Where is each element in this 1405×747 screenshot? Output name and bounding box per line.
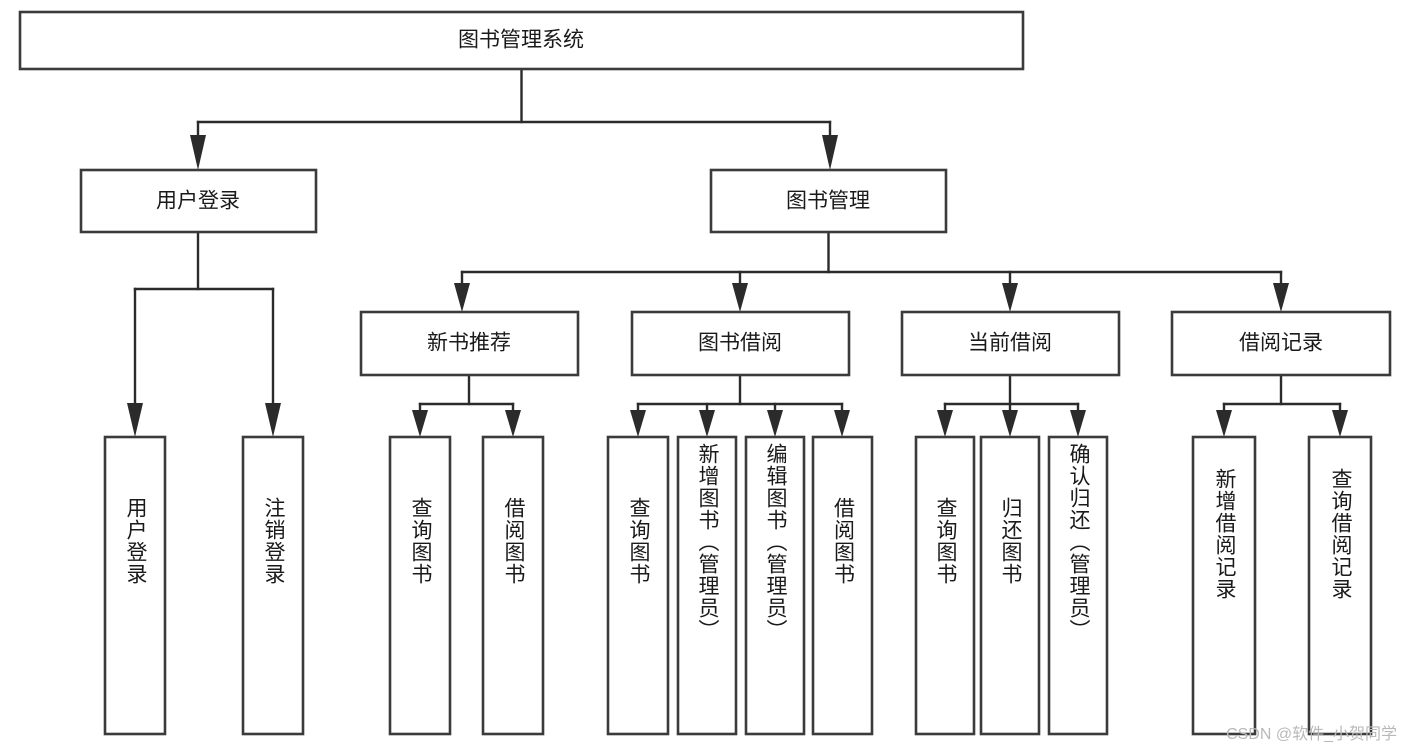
node-box-borrow-record[interactable]: [1170, 310, 1392, 377]
label-book-manage: 图书管理: [786, 190, 870, 213]
node-box-book-borrow[interactable]: [630, 310, 851, 377]
connector-group-root: [190, 67, 838, 170]
label-book-borrow: 图书借阅: [698, 332, 782, 355]
arrow-head-leaf-confirm-return: [1070, 410, 1086, 437]
arrow-head-leaf-query-book-2: [630, 410, 646, 437]
label-user-login: 用户登录: [156, 190, 240, 213]
label-new-book-recommend: 新书推荐: [427, 332, 511, 355]
arrow-head-leaf-borrow-book-1: [505, 410, 521, 437]
node-box-leaf-query-record[interactable]: [1307, 435, 1373, 736]
arrow-head-leaf-add-book: [699, 410, 715, 437]
node-box-new-book-recommend[interactable]: [359, 310, 580, 377]
connector-group-borrow-record: [1216, 373, 1348, 437]
arrow-head-book-manage: [822, 135, 838, 170]
label-root: 图书管理系统: [458, 29, 584, 52]
connector-group-book-manage: [454, 230, 1289, 312]
arrow-head-leaf-query-record: [1332, 410, 1348, 437]
arrow-head-leaf-edit-book: [767, 410, 783, 437]
node-box-leaf-edit-book[interactable]: [744, 435, 806, 736]
label-borrow-record: 借阅记录: [1239, 332, 1323, 355]
connector-group-user-login: [127, 230, 281, 437]
node-box-leaf-user-logout[interactable]: [241, 435, 305, 736]
arrow-head-user-login: [190, 135, 206, 170]
connector-group-current-borrow: [937, 373, 1086, 437]
arrow-head-leaf-return-book: [1002, 410, 1018, 437]
connector-group-book-borrow: [630, 373, 850, 437]
node-box-leaf-user-login[interactable]: [103, 435, 167, 736]
arrow-head-leaf-user-login: [127, 403, 143, 437]
arrow-head-leaf-query-book-1: [412, 410, 428, 437]
arrow-head-current-borrow: [1002, 283, 1018, 312]
node-box-leaf-add-book[interactable]: [676, 435, 738, 736]
arrow-head-new-book-recommend: [454, 283, 470, 312]
node-box-root[interactable]: [18, 10, 1025, 71]
node-box-leaf-query-book-2[interactable]: [606, 435, 670, 736]
node-box-leaf-query-book-3[interactable]: [914, 435, 976, 736]
connector-group-new-book-recommend: [412, 373, 521, 437]
node-box-current-borrow[interactable]: [900, 310, 1121, 377]
arrow-head-leaf-user-logout: [265, 403, 281, 437]
label-current-borrow: 当前借阅: [968, 332, 1052, 355]
node-box-leaf-add-record[interactable]: [1191, 435, 1257, 736]
arrow-head-borrow-record: [1273, 283, 1289, 312]
node-box-leaf-query-book-1[interactable]: [388, 435, 452, 736]
arrow-head-book-borrow: [732, 283, 748, 312]
node-box-user-login[interactable]: [79, 168, 318, 234]
node-box-leaf-borrow-book-2[interactable]: [811, 435, 874, 736]
arrow-head-leaf-borrow-book-2: [834, 410, 850, 437]
node-box-leaf-borrow-book-1[interactable]: [481, 435, 545, 736]
arrow-head-leaf-add-record: [1216, 410, 1232, 437]
node-box-book-manage[interactable]: [709, 168, 948, 234]
node-box-leaf-return-book[interactable]: [979, 435, 1041, 736]
node-box-leaf-confirm-return[interactable]: [1047, 435, 1109, 736]
arrow-head-leaf-query-book-3: [937, 410, 953, 437]
